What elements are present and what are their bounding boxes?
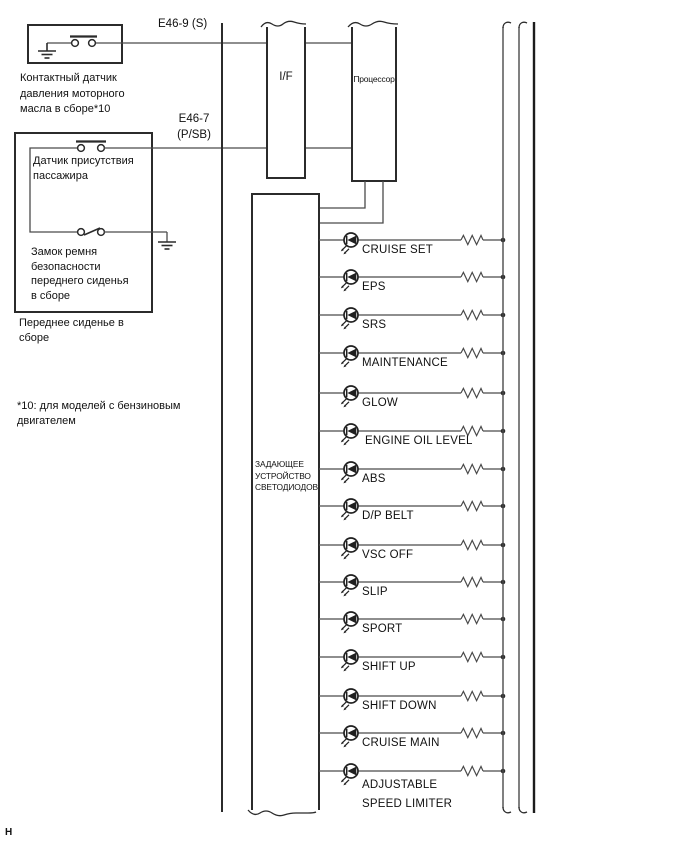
- interface-label: I/F: [279, 71, 293, 83]
- led-icon: [339, 498, 359, 522]
- front-seat-assembly-label: Переднее сиденье в сборе: [19, 317, 124, 344]
- switch-icon: [76, 140, 106, 153]
- footnote: *10: для моделей с бензиновым двигателем: [17, 400, 181, 427]
- processor-label: Процессор: [353, 74, 395, 84]
- led-label: D/P BELT: [362, 510, 414, 522]
- resistor-icon: [460, 463, 484, 475]
- bus-line-2: [518, 21, 528, 814]
- processor-box: [347, 20, 399, 182]
- led-label: GLOW: [362, 397, 398, 409]
- seat-belt-buckle-label: Замок ремня безопасности переднего сиден…: [31, 246, 129, 302]
- led-label: CRUISE MAIN: [362, 737, 440, 749]
- led-icon: [339, 649, 359, 673]
- resistor-icon: [460, 271, 484, 283]
- led-icon: [339, 345, 359, 369]
- led-label: VSC OFF: [362, 549, 414, 561]
- page-marker: Н: [5, 827, 13, 838]
- occupant-sensor-label: Датчик присутствия пассажира: [33, 155, 134, 182]
- resistor-icon: [460, 387, 484, 399]
- led-icon: [339, 269, 359, 293]
- resistor-icon: [460, 651, 484, 663]
- led-row: [319, 574, 506, 598]
- interface-box: [260, 20, 307, 179]
- led-row: [319, 269, 506, 293]
- led-row: [319, 611, 506, 635]
- led-icon: [339, 688, 359, 712]
- led-icon: [339, 307, 359, 331]
- resistor-icon: [460, 765, 484, 777]
- oil-pressure-sensor-label: Контактный датчик давления моторного мас…: [20, 72, 125, 115]
- led-label: SPORT: [362, 623, 403, 635]
- led-icon: [339, 423, 359, 447]
- signal-wires: [96, 42, 352, 149]
- switch-icon: [76, 227, 106, 237]
- resistor-icon: [460, 690, 484, 702]
- connector-label-e46-7: E46-7 (P/SB): [177, 113, 211, 141]
- led-label: EPS: [362, 281, 386, 293]
- led-row: [319, 385, 506, 409]
- led-row: [319, 461, 506, 485]
- led-row: [319, 649, 506, 673]
- led-row: [319, 725, 506, 749]
- led-label: SLIP: [362, 586, 388, 598]
- resistor-icon: [460, 613, 484, 625]
- resistor-icon: [460, 539, 484, 551]
- resistor-icon: [460, 234, 484, 246]
- led-icon: [339, 232, 359, 256]
- led-icon: [339, 725, 359, 749]
- led-icon: [339, 461, 359, 485]
- led-label: SHIFT UP: [362, 661, 416, 673]
- led-label: SHIFT DOWN: [362, 700, 437, 712]
- led-label: ENGINE OIL LEVEL: [365, 435, 473, 447]
- led-icon: [339, 574, 359, 598]
- ground-icon: [158, 241, 176, 250]
- led-icon: [339, 537, 359, 561]
- led-label: MAINTENANCE: [362, 357, 448, 369]
- switch-icon: [70, 35, 97, 48]
- led-label: ADJUSTABLE SPEED LIMITER: [362, 779, 453, 810]
- processor-to-driver-wires: [319, 181, 384, 224]
- led-label: ABS: [362, 473, 386, 485]
- front-seat-box: [14, 132, 176, 313]
- oil-pressure-sensor-box: [27, 24, 123, 64]
- connector-label-e46-9: E46-9 (S): [158, 18, 208, 30]
- led-label: CRUISE SET: [362, 244, 434, 256]
- led-label: SRS: [362, 319, 387, 331]
- resistor-icon: [460, 309, 484, 321]
- led-driver-box: [247, 193, 320, 817]
- led-driver-label: ЗАДАЮЩЕЕ УСТРОЙСТВО СВЕТОДИОДОВ: [255, 459, 318, 492]
- resistor-icon: [460, 576, 484, 588]
- led-row: [319, 423, 506, 447]
- led-icon: [339, 763, 359, 787]
- resistor-icon: [460, 727, 484, 739]
- resistor-icon: [460, 500, 484, 512]
- led-icon: [339, 385, 359, 409]
- led-row: [319, 307, 506, 331]
- resistor-icon: [460, 347, 484, 359]
- bus-line-1: [502, 21, 512, 814]
- led-icon: [339, 611, 359, 635]
- ground-icon: [38, 43, 56, 59]
